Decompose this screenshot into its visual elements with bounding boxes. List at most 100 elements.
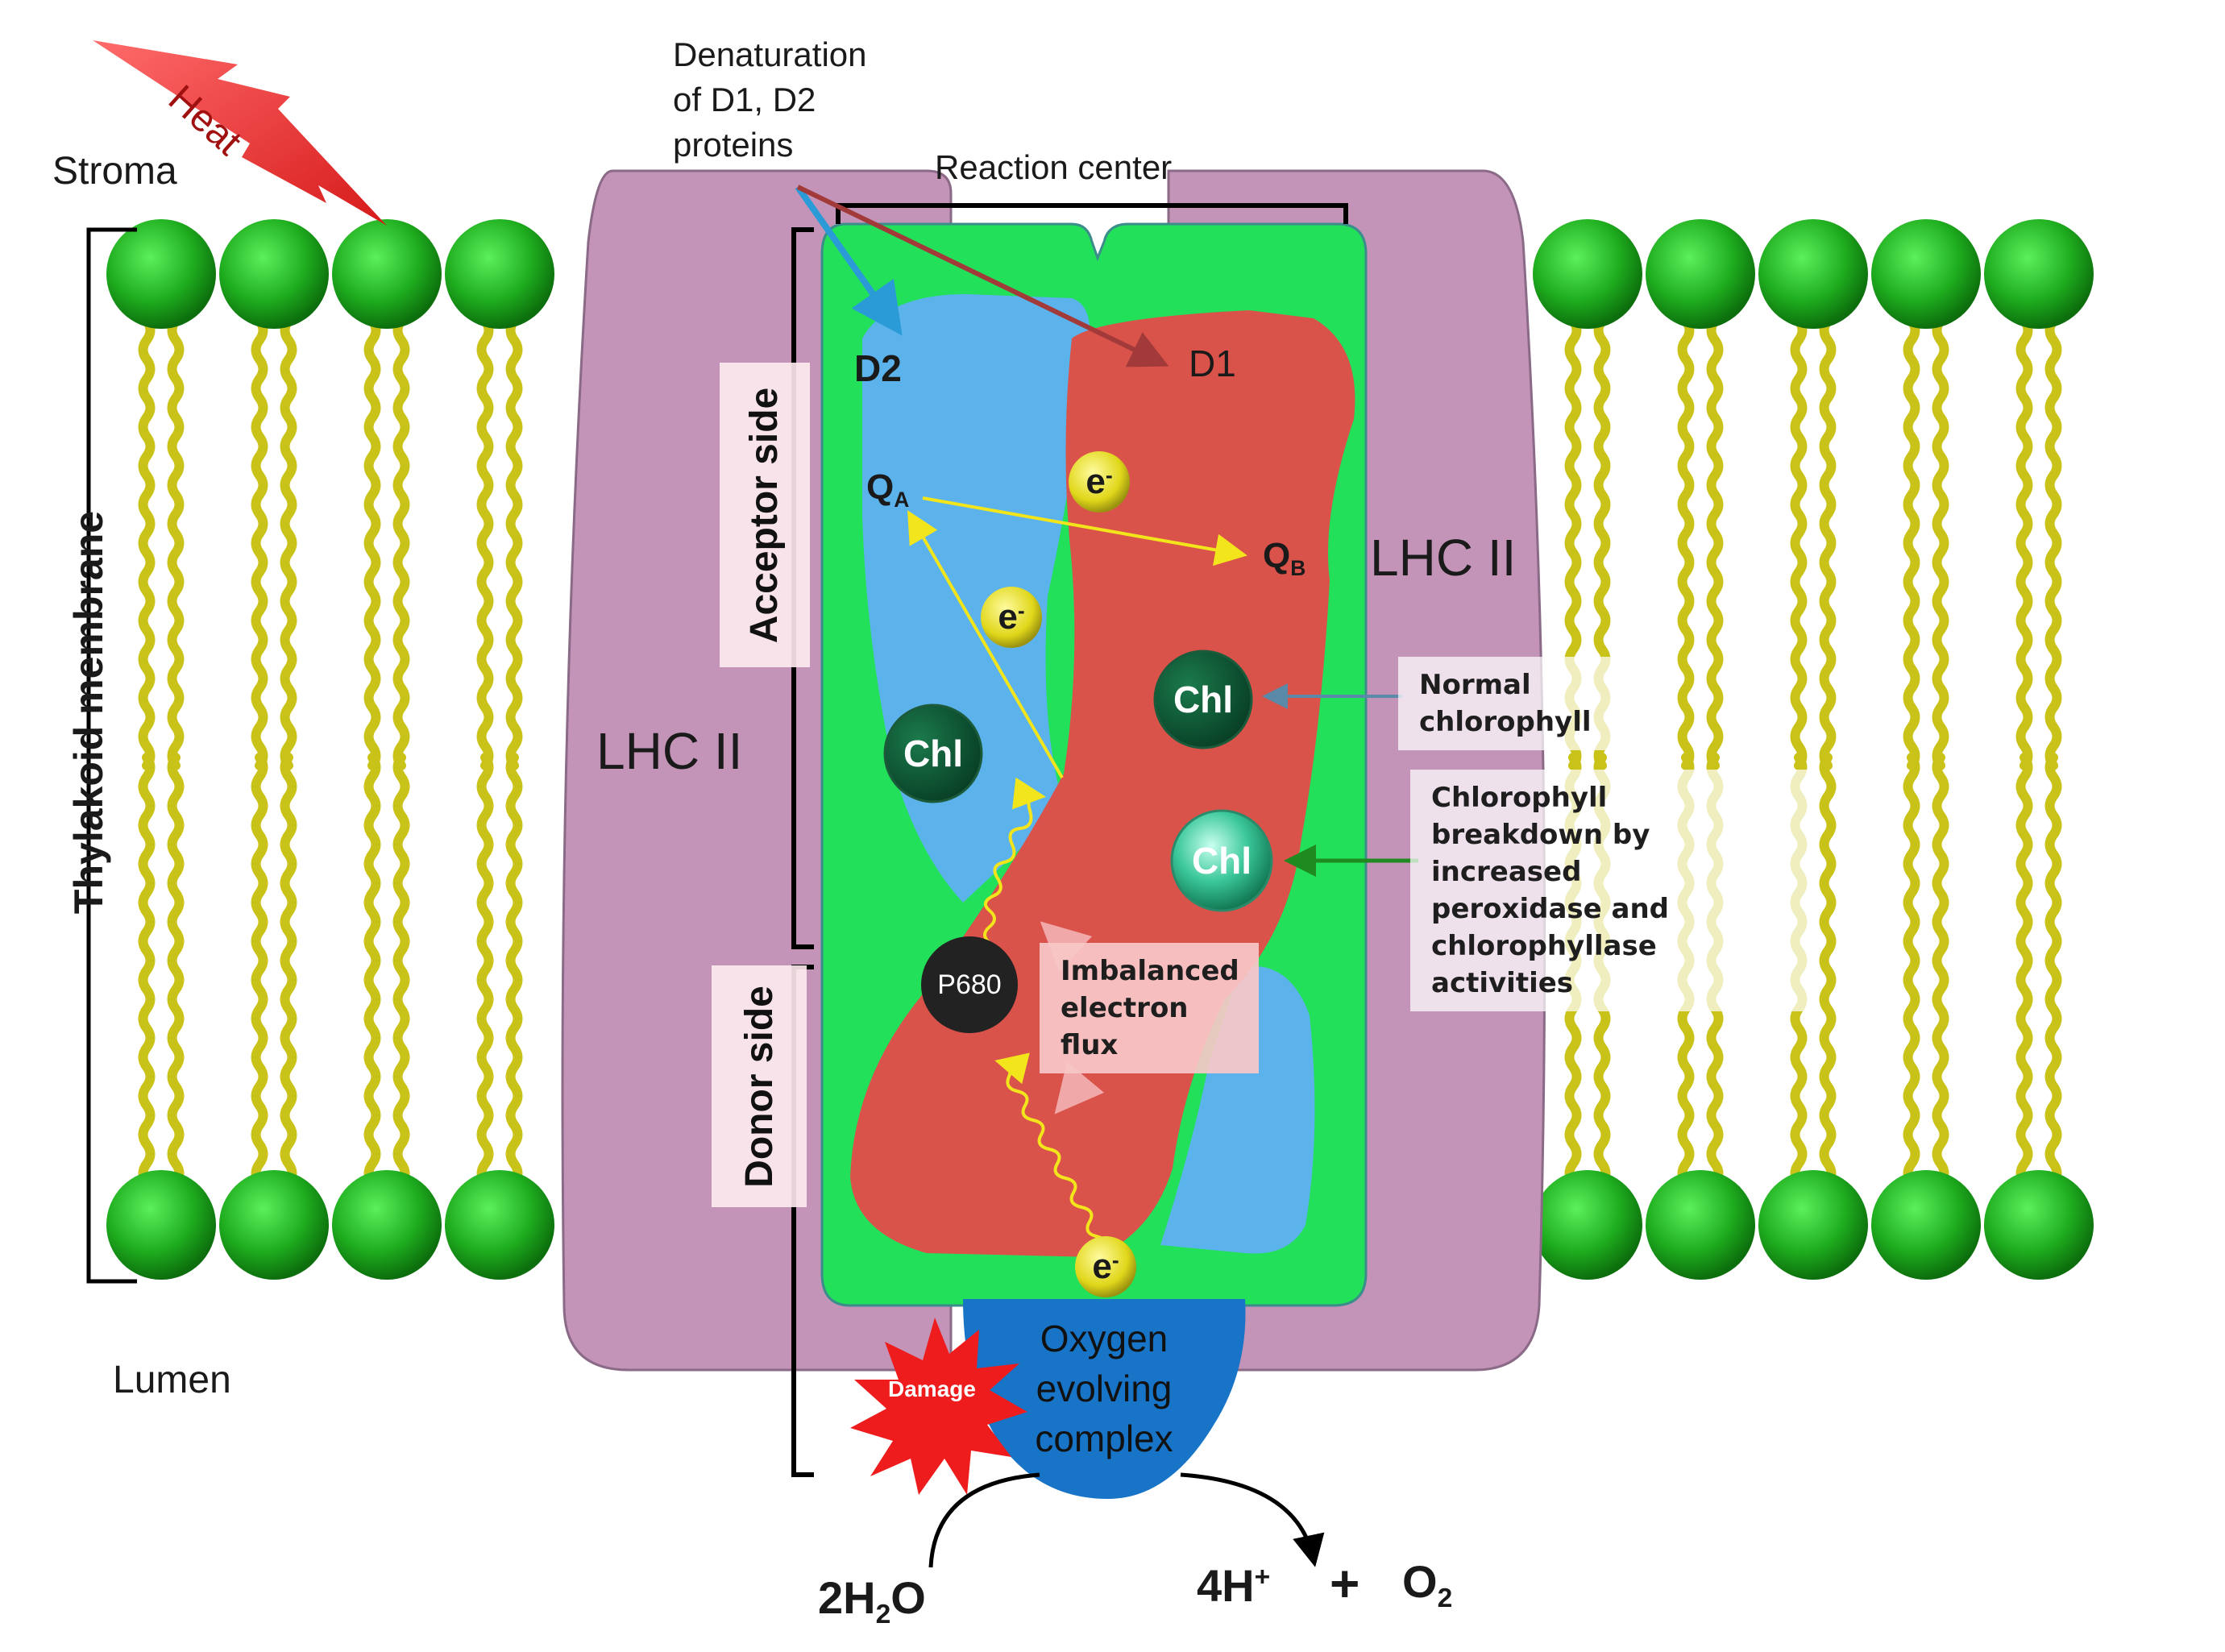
lipid-head (1646, 219, 1755, 329)
lipid-tail-upper (1706, 277, 1724, 770)
denaturation-line-3: proteins (673, 126, 794, 164)
lipid-head (1871, 219, 1981, 329)
qa-label: QA (866, 467, 909, 513)
electron-sup-1: - (1105, 463, 1113, 488)
imbalanced-line-2: electron (1061, 992, 1189, 1024)
water-formula: 2H2O (818, 1571, 926, 1630)
denaturation-label: Denaturation of D1, D2 proteins (673, 32, 867, 168)
lhc-left-label: LHC II (596, 722, 743, 780)
lipid-head (445, 1170, 554, 1280)
water-subscript: 2 (875, 1600, 891, 1630)
lipid-head (1758, 219, 1868, 329)
lipid-tail-upper (280, 277, 297, 770)
damage-label: Damage (888, 1376, 976, 1401)
electron-circle-3 (1075, 1236, 1136, 1297)
lipid-tail-lower (1819, 753, 1837, 1207)
electron-label-3: e- (1075, 1236, 1136, 1297)
imbalanced-line-1: Imbalanced (1061, 955, 1239, 987)
chl-breakdown-label: Chl (1191, 840, 1252, 882)
lipid-tail-lower (363, 753, 381, 1207)
electron-label-1: e- (1069, 451, 1130, 513)
electron-label-2: e- (981, 587, 1042, 648)
imbalanced-line-3: flux (1061, 1029, 1119, 1061)
wavy-flux-upper (983, 777, 1046, 944)
lipid-tail-upper (476, 277, 494, 770)
lipid-heads (106, 219, 2094, 1280)
imbalanced-flux-note: Imbalanced electron flux (1040, 943, 1259, 1073)
plus-sign: + (1330, 1554, 1360, 1613)
lipid-head (332, 219, 442, 329)
lipid-tail-upper (1903, 277, 1920, 770)
denaturation-arrow-d2 (795, 185, 903, 336)
lipid-tail-lower (280, 753, 297, 1207)
lipid-tail-lower (392, 753, 410, 1207)
lhc-right-label: LHC II (1370, 529, 1517, 587)
lipid-tail-upper (251, 277, 268, 770)
qa-text: Q (866, 467, 895, 507)
lipid-tail-upper (1677, 277, 1695, 770)
lipid-tail-upper (138, 277, 156, 770)
lipid-head (1984, 219, 2094, 329)
lipid-tail-upper (1932, 277, 1949, 770)
lipid-tail-lower (505, 753, 523, 1207)
lipid-head (1984, 1170, 2094, 1280)
oec-shape (963, 1299, 1246, 1499)
lipid-head (219, 219, 329, 329)
thylakoid-bracket (86, 227, 137, 1284)
lipid-tail-upper (2015, 277, 2033, 770)
lipid-tail-upper (505, 277, 523, 770)
damage-burst (850, 1318, 1027, 1495)
chl-d2-circle (883, 704, 983, 803)
chl-normal-label: Chl (1173, 679, 1234, 720)
d2-label: D2 (854, 347, 902, 389)
acceptor-side-tag: Acceptor side (720, 363, 810, 667)
lipid-head (1533, 1170, 1642, 1280)
lipid-head (445, 219, 554, 329)
lipid-tail-lower (476, 753, 494, 1207)
normal-chl-line-2: chlorophyll (1419, 706, 1592, 738)
thylakoid-membrane-label: Thylakoid membrane (66, 510, 111, 915)
chlorophyll-breakdown-note: Chlorophyll breakdown by increased perox… (1410, 770, 1815, 1011)
lipid-tail-upper (363, 277, 381, 770)
electron-circle-1 (1069, 451, 1130, 513)
oec-line-1: Oxygen (1040, 1318, 1169, 1359)
imbalance-arrow-down (1054, 1061, 1105, 1114)
lipid-tail-lower (2044, 753, 2062, 1207)
d2-lower-shape (1160, 965, 1315, 1254)
lipid-head (1758, 1170, 1868, 1280)
lipid-head (1871, 1170, 1981, 1280)
lipid-head (219, 1170, 329, 1280)
chl-d2-label: Chl (903, 733, 964, 774)
qb-subscript: B (1290, 555, 1306, 580)
electron-sup-3: - (1111, 1247, 1119, 1272)
breakdown-line-1: Chlorophyll (1431, 782, 1608, 814)
proton-formula: 4H+ (1197, 1559, 1270, 1612)
breakdown-line-2: breakdown by increased (1431, 819, 1650, 888)
proton-sup: + (1254, 1562, 1271, 1592)
arrow-p680-to-qa (907, 510, 1064, 779)
water-curve-arrow (928, 1472, 1040, 1568)
lipid-tail-upper (1790, 277, 1808, 770)
lipid-tail-lower (138, 753, 156, 1207)
heat-bolt (93, 40, 387, 226)
breakdown-line-4: chlorophyllase activities (1431, 930, 1657, 999)
reaction-center-label: Reaction center (935, 148, 1173, 186)
oxygen-text: O (1402, 1556, 1438, 1607)
chl-normal-circle (1153, 650, 1253, 749)
electron-text-3: e (1092, 1247, 1112, 1286)
lipid-head (106, 219, 216, 329)
water-text: 2H (818, 1572, 876, 1623)
water-o: O (890, 1572, 926, 1623)
electron-text-1: e (1086, 462, 1106, 501)
denaturation-line-1: Denaturation (673, 35, 867, 73)
normal-chlorophyll-note: Normal chlorophyll (1398, 657, 1617, 750)
p680-label: P680 (937, 969, 1002, 1000)
wavy-flux-lower (994, 1052, 1111, 1267)
product-curve-arrow (1180, 1472, 1325, 1567)
qb-label: QB (1263, 536, 1306, 581)
acceptor-side-label: Acceptor side (743, 387, 787, 643)
breakdown-line-3: peroxidase and (1431, 893, 1670, 925)
donor-side-tag: Donor side (712, 965, 807, 1207)
lipid-head (1646, 1170, 1755, 1280)
